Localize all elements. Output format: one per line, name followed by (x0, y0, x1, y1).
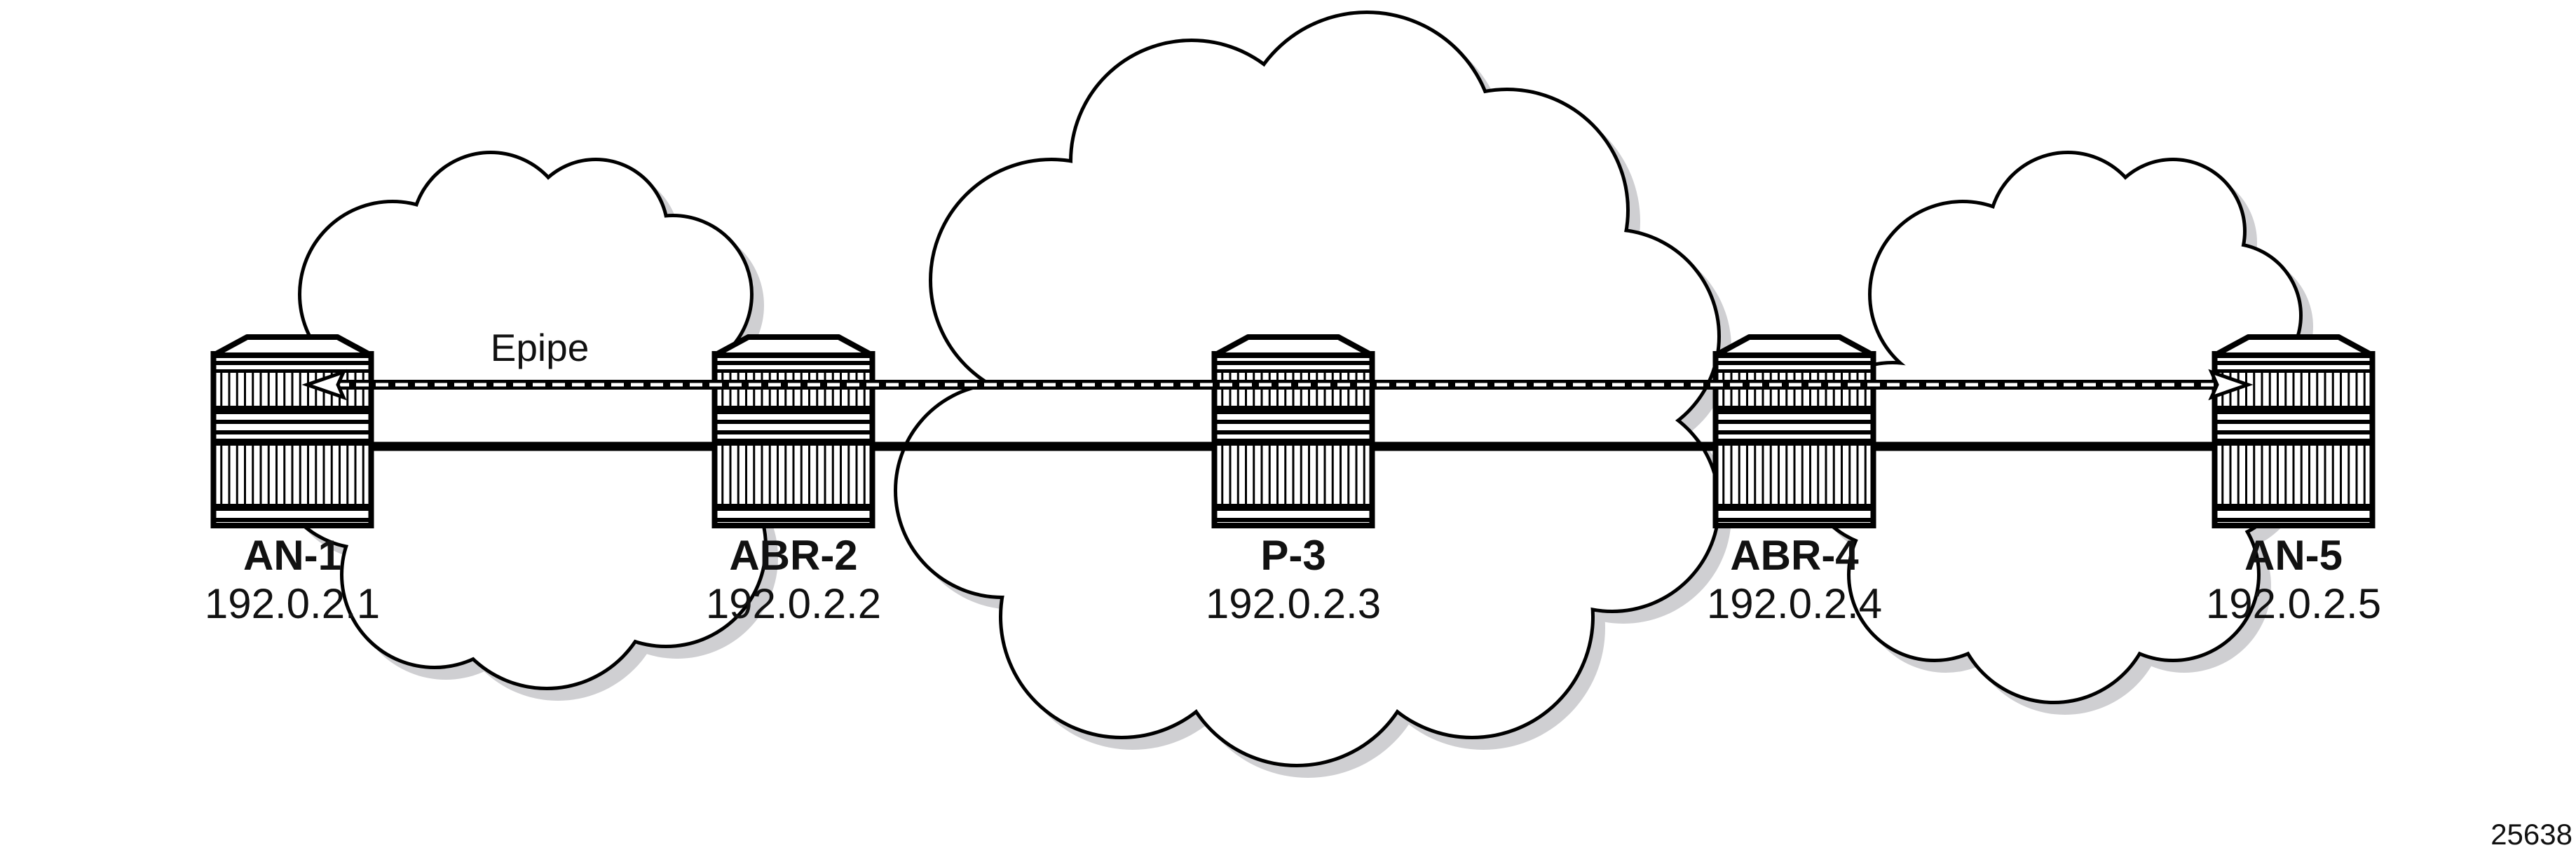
epipe-label: Epipe (491, 326, 590, 369)
node-name: ABR-2 (729, 532, 857, 579)
router-p-3[interactable] (1211, 334, 1375, 528)
figure-id: 25638 (2490, 818, 2572, 850)
node-name: AN-5 (2244, 532, 2343, 579)
node-name: ABR-4 (1730, 532, 1859, 579)
node-ip: 192.0.2.4 (1707, 580, 1882, 627)
arrow-left-icon (301, 369, 347, 401)
router-abr-4[interactable] (1712, 334, 1876, 528)
router-an-5[interactable] (2212, 334, 2376, 528)
epipe-service-path (301, 369, 2254, 401)
node-ip: 192.0.2.1 (205, 580, 380, 627)
cloud-right (1798, 151, 2313, 715)
node-ip: 192.0.2.2 (706, 580, 881, 627)
routers (210, 334, 2376, 528)
node-name: P-3 (1260, 532, 1326, 579)
arrow-right-icon (2208, 369, 2254, 401)
node-ip: 192.0.2.3 (1206, 580, 1381, 627)
router-abr-2[interactable] (711, 334, 875, 528)
node-name: AN-1 (243, 532, 341, 579)
clouds (270, 11, 2313, 778)
node-ip: 192.0.2.5 (2206, 580, 2381, 627)
router-an-1[interactable] (210, 334, 374, 528)
